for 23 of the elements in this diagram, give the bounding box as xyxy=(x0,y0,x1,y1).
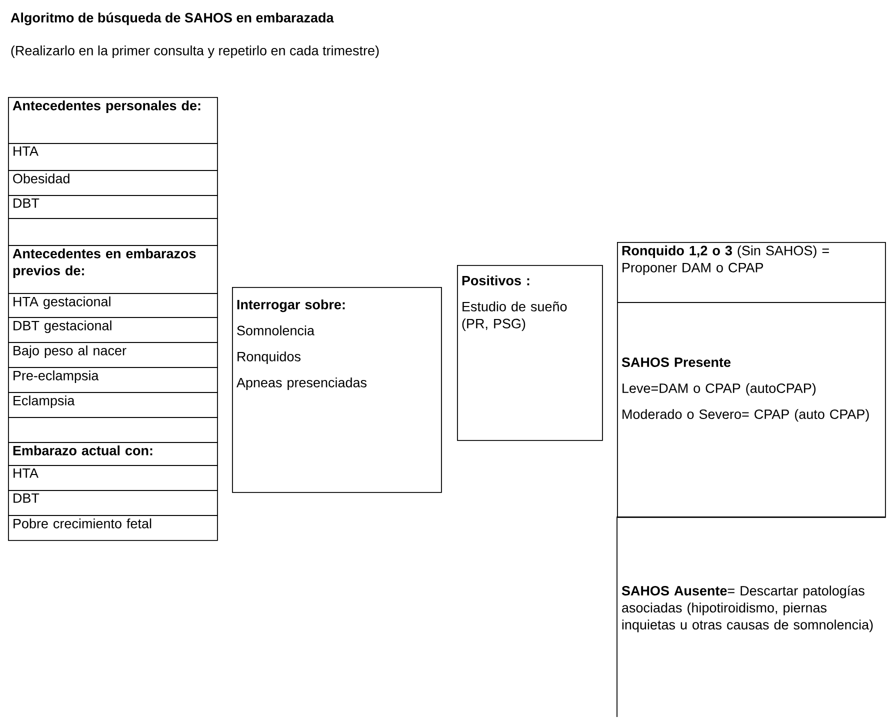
table-row: DBT xyxy=(8,195,218,219)
table-row: Pobre crecimiento fetal xyxy=(8,515,218,541)
text-panel: SAHOS Ausente= Descartar patologías asociadas (hipotiroidismo, piernas inquietas u otras causas de somnolencia) xyxy=(616,516,886,718)
text-box: Ronquido 1,2 o 3 (Sin SAHOS) = Proponer DAM o CPAP xyxy=(617,242,886,303)
table-row: Antecedentes personales de: xyxy=(8,97,218,144)
table-row: Bajo peso al nacer xyxy=(8,342,218,368)
subtitle: (Realizarlo en la primer consulta y repetirlo en cada trimestre) xyxy=(11,45,379,58)
table-row: DBT gestacional xyxy=(8,317,218,343)
table-row: Eclampsia xyxy=(8,392,218,418)
text-box: SAHOS Presente Leve=DAM o CPAP (autoCPAP) Moderado o Severo= CPAP (auto CPAP) xyxy=(617,302,886,518)
empty-row xyxy=(8,218,218,246)
table-row: HTA xyxy=(8,143,218,171)
title: Algoritmo de búsqueda de SAHOS en embarazada xyxy=(10,12,334,26)
table-row: Embarazo actual con: xyxy=(8,442,218,466)
text-box: Interrogar sobre: Somnolencia Ronquidos Apneas presenciadas xyxy=(232,287,442,493)
table-row: HTA gestacional xyxy=(8,293,218,318)
table-row: DBT xyxy=(8,490,218,516)
table-row: Pre-eclampsia xyxy=(8,367,218,393)
table-row: HTA xyxy=(8,465,218,491)
table-row: Antecedentes en embarazos previos de: xyxy=(8,245,218,294)
table-row: Obesidad xyxy=(8,170,218,196)
empty-row xyxy=(8,417,218,443)
text-box: Positivos : Estudio de sueño (PR, PSG) xyxy=(457,265,603,441)
